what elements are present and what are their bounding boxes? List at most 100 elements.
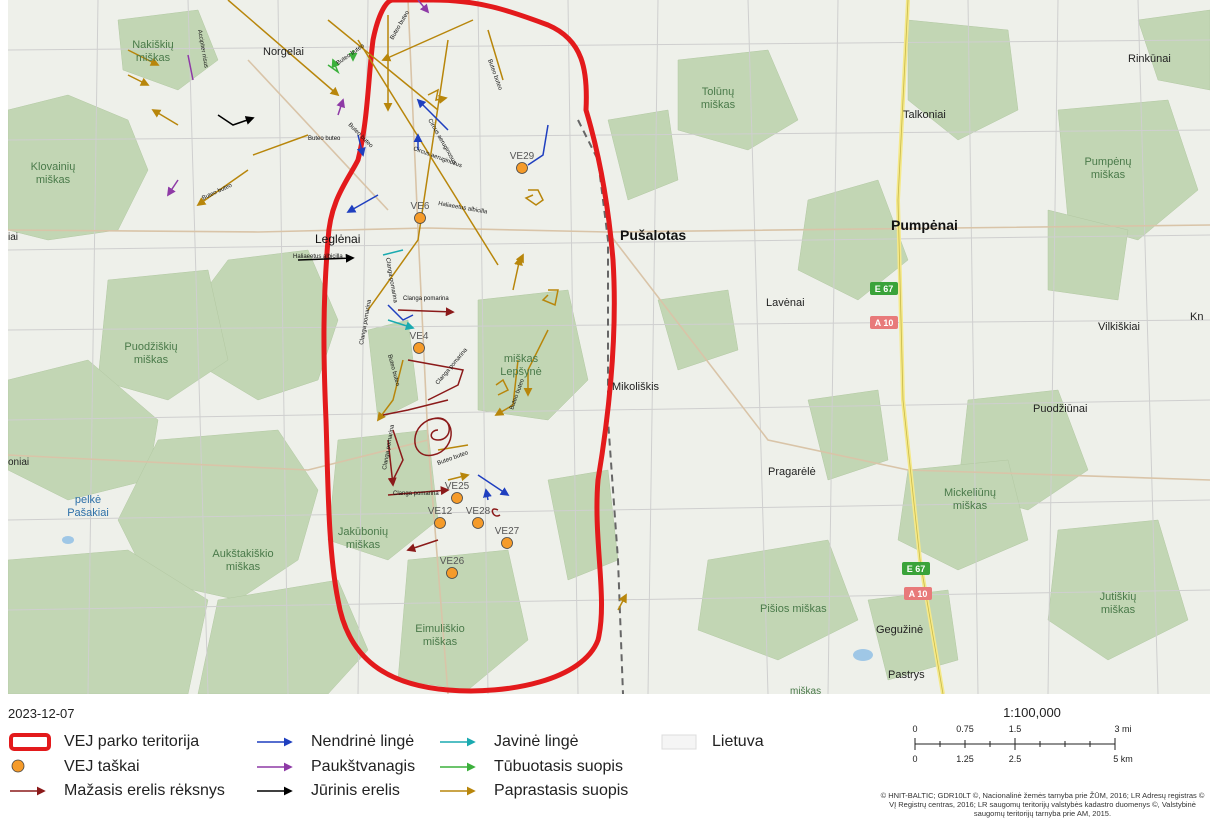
scale-tick-label: 5 km bbox=[1113, 754, 1133, 764]
track-nendrine-linge bbox=[346, 98, 549, 501]
svg-text:E 67: E 67 bbox=[875, 284, 894, 294]
railway bbox=[577, 119, 624, 695]
park-area-swatch bbox=[9, 733, 51, 751]
place-label: miškas bbox=[423, 636, 458, 648]
turbine-label: VE4 bbox=[410, 331, 429, 342]
place-label: miškas bbox=[504, 353, 539, 365]
turbine-point-swatch bbox=[11, 759, 25, 773]
legend-item-turbines: VEJ taškai bbox=[8, 757, 140, 777]
legend-item-lietuva: Lietuva bbox=[660, 732, 764, 752]
park-boundary bbox=[321, 0, 617, 694]
scale-tick-label: 1.5 bbox=[1009, 724, 1022, 734]
track-label: Haliaeetus albicilla bbox=[293, 254, 343, 260]
legend-item-park: VEJ parko teritorija bbox=[8, 732, 199, 752]
svg-text:A 10: A 10 bbox=[909, 589, 928, 599]
legend-label: Tūbuotasis suopis bbox=[494, 758, 623, 775]
place-label: miškas bbox=[134, 354, 169, 366]
map-credits: © HNIT-BALTIC; GDR10LT ©, Nacionalinė že… bbox=[880, 791, 1205, 818]
track-tubuotasis-suopis bbox=[327, 50, 358, 75]
scale-tick-label: 0 bbox=[912, 754, 917, 764]
place-label: Lavėnai bbox=[766, 297, 805, 309]
legend-label: VEJ taškai bbox=[64, 758, 140, 775]
legend-label: Nendrinė lingė bbox=[311, 733, 415, 750]
lietuva-area-swatch bbox=[661, 734, 697, 750]
turbine-point bbox=[414, 212, 426, 224]
place-label: iai bbox=[8, 232, 18, 243]
place-label: Kn bbox=[1190, 311, 1203, 323]
map-view[interactable]: Buteo buteo Buteo buteo Buteo buteo Bute… bbox=[7, 0, 1210, 697]
road-shield-a10: A 10 bbox=[870, 316, 898, 329]
place-label: Talkoniai bbox=[903, 109, 946, 121]
turbine-label: VE6 bbox=[411, 201, 430, 212]
legend-label: Mažasis erelis rėksnys bbox=[64, 782, 225, 799]
place-label: Eimuliškio bbox=[415, 623, 465, 635]
legend-label: Paprastasis suopis bbox=[494, 782, 629, 799]
map-legend: 2023-12-07 VEJ parko teritorija VEJ tašk… bbox=[0, 694, 1210, 836]
road-shield-a10-south: A 10 bbox=[904, 587, 932, 600]
place-label: Mikoliškis bbox=[612, 381, 660, 393]
place-label: Norgelai bbox=[263, 46, 304, 58]
scale-bar: 1:100,000 0 0.75 1.5 3 mi 0 1.25 2.5 5 k… bbox=[912, 705, 1133, 764]
turbine-label: VE28 bbox=[466, 506, 491, 517]
scale-tick-label: 0 bbox=[912, 724, 917, 734]
turbine-label: VE27 bbox=[495, 526, 520, 537]
track-paukstvanagis bbox=[167, 0, 430, 197]
place-label: Pušalotas bbox=[620, 227, 686, 243]
place-label: miškas bbox=[346, 539, 381, 551]
place-label: miškas bbox=[701, 99, 736, 111]
forest-areas bbox=[7, 9, 1210, 695]
legend-label: VEJ parko teritorija bbox=[64, 733, 200, 750]
place-label: miškas bbox=[36, 174, 71, 186]
scale-tick-label: 2.5 bbox=[1009, 754, 1022, 764]
place-label: Klovainių bbox=[31, 161, 76, 173]
scale-ratio: 1:100,000 bbox=[1003, 705, 1061, 720]
legend-label: Lietuva bbox=[712, 733, 764, 750]
arrow-icon bbox=[440, 737, 476, 747]
place-label: Pumpėnai bbox=[891, 217, 958, 233]
water-bodies bbox=[62, 536, 873, 661]
scale-tick-label: 3 mi bbox=[1114, 724, 1131, 734]
place-label: Pašakiai bbox=[67, 507, 109, 519]
legend-item-tubuotasis-suopis: Tūbuotasis suopis bbox=[438, 757, 623, 777]
legend-label: Jūrinis erelis bbox=[311, 782, 400, 799]
turbine-point bbox=[472, 517, 484, 529]
arrow-icon bbox=[257, 737, 293, 747]
road-shield-e67-south: E 67 bbox=[902, 562, 930, 575]
turbine-label: VE26 bbox=[440, 556, 465, 567]
place-label: Pumpėnų bbox=[1084, 156, 1131, 168]
place-label: miškas bbox=[1091, 169, 1126, 181]
svg-text:A 10: A 10 bbox=[875, 318, 894, 328]
turbine-point bbox=[451, 492, 463, 504]
arrow-icon bbox=[440, 762, 476, 772]
place-label: pelkė bbox=[75, 494, 101, 506]
place-label: miškas bbox=[953, 500, 988, 512]
track-paprastasis-suopis bbox=[127, 0, 627, 611]
place-label: oniai bbox=[8, 457, 29, 468]
road-shield-e67: E 67 bbox=[870, 282, 898, 295]
legend-item-paprastasis-suopis: Paprastasis suopis bbox=[438, 781, 628, 801]
place-label: Nakiškių bbox=[132, 39, 174, 51]
track-label: Buteo buteo bbox=[308, 136, 341, 142]
arrow-icon bbox=[440, 786, 476, 796]
place-label: miškas bbox=[226, 561, 261, 573]
turbine-point bbox=[516, 162, 528, 174]
svg-text:E 67: E 67 bbox=[907, 564, 926, 574]
place-label: miškas bbox=[790, 686, 821, 694]
turbine-label: VE29 bbox=[510, 151, 535, 162]
arrow-icon bbox=[257, 762, 293, 772]
legend-item-paukstvanagis: Paukštvanagis bbox=[255, 757, 415, 777]
turbine-point bbox=[413, 342, 425, 354]
place-label: Leglėnai bbox=[315, 232, 360, 246]
legend-item-javine-linge: Javinė lingė bbox=[438, 732, 579, 752]
place-label: Vilkiškiai bbox=[1098, 321, 1140, 333]
legend-item-nendrine-linge: Nendrinė lingė bbox=[255, 732, 414, 752]
